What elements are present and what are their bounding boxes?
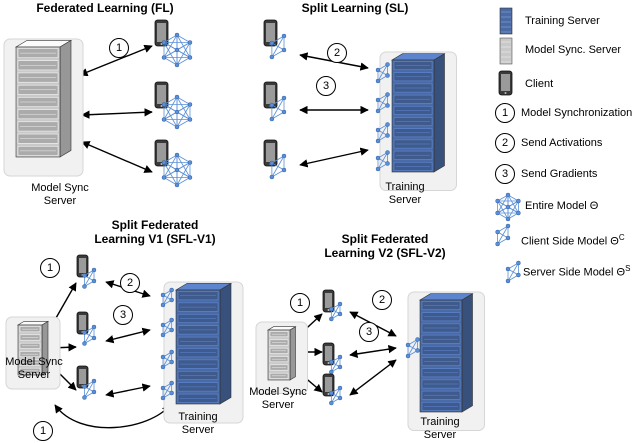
fl-client-phone-1: [154, 19, 169, 47]
sfl-v1-arrow-2: [105, 327, 151, 344]
sfl-v2-server-model: [405, 337, 420, 359]
fl-title: Federated Learning (FL): [36, 1, 174, 15]
sfl-v2-title: Split Federated Learning V2 (SFL-V2): [324, 232, 446, 260]
sfl-v1-client-phone-1: [76, 254, 89, 278]
legend-model-sync: Model Synchronization: [521, 107, 633, 119]
legend-step-1-icon: 1: [495, 103, 515, 123]
legend-entire-model-icon: [495, 192, 521, 222]
legend-training-server-icon: [499, 7, 513, 35]
legend-training-server: Training Server: [525, 15, 600, 27]
sfl-v2-client-model-2: [329, 354, 343, 375]
sl-step-3: 3: [316, 76, 336, 96]
legend-sync-server-icon: [499, 37, 513, 65]
sl-client-model-3: [269, 153, 287, 180]
sfl-v1-title: Split Federated Learning V1 (SFL-V1): [94, 218, 216, 246]
fl-client-model-1: [161, 32, 193, 68]
sl-server-model-3: [375, 122, 390, 144]
fl-client-model-2: [161, 94, 193, 130]
sfl-v1-arrow-3: [105, 383, 151, 398]
sfl-v2-step-3: 3: [359, 322, 379, 342]
sfl-v2-train-label: Training Server: [420, 416, 460, 441]
legend-model-sync-server: Model Sync. Server: [525, 44, 621, 56]
legend-step-3-icon: 3: [495, 164, 515, 184]
fl-arrow-2: [81, 108, 153, 119]
fl-client-phone-3: [154, 139, 169, 167]
sfl-v1-step-1: 1: [40, 258, 60, 278]
sl-client-phone-1: [263, 19, 278, 47]
sfl-v2-step-2: 2: [372, 290, 392, 310]
fl-arrow-1: [79, 44, 153, 77]
sfl-v2-sync-label: Model Sync Server: [249, 386, 307, 411]
sl-server-model-1: [375, 62, 390, 84]
sfl-v1-server-model-4: [160, 380, 174, 401]
sfl-v1-client-model-2: [82, 324, 97, 346]
sl-client-phone-3: [263, 139, 278, 167]
sfl-v1-sync-curve-arrow: [54, 404, 171, 429]
sfl-v2-client-phone-1: [322, 289, 335, 313]
sfl-v2-client-model-1: [329, 301, 343, 322]
sfl-v1-server-model-3: [160, 349, 174, 370]
sl-client-model-1: [269, 33, 287, 60]
sfl-v1-client-model-1: [82, 267, 97, 289]
fl-step-1: 1: [109, 38, 129, 58]
legend-server-side-model: Server Side Model ΘS: [523, 264, 631, 279]
fl-sync-server: [3, 38, 84, 177]
sfl-v2-training-server: [407, 291, 485, 431]
sfl-v2-step-1: 1: [290, 293, 310, 313]
fl-server-label: Model Sync Server: [31, 182, 89, 207]
sl-arrow-3: [299, 147, 369, 168]
sl-client-model-2: [269, 95, 287, 122]
legend-entire-model: Entire Model Θ: [525, 200, 599, 212]
sfl-v1-step-3: 3: [113, 305, 133, 325]
legend-send-gradients: Send Gradients: [521, 168, 598, 180]
legend-step-2-icon: 2: [495, 133, 515, 153]
sfl-v2-arrow-2: [349, 344, 397, 359]
sfl-v2-client-model-3: [329, 385, 343, 406]
fl-arrow-3: [81, 141, 153, 173]
legend-client-icon: [498, 70, 513, 96]
sfl-v1-sync-label: Model Sync Server: [5, 356, 63, 381]
sl-title: Split Learning (SL): [301, 1, 409, 15]
sl-server-label: Training Server: [385, 181, 425, 206]
sfl-v1-train-label: Training Server: [178, 411, 218, 436]
sfl-v1-step-2: 2: [120, 273, 140, 293]
sfl-v1-server-model-1: [160, 287, 174, 308]
fl-client-phone-2: [154, 81, 169, 109]
sl-step-2: 2: [327, 43, 347, 63]
fl-client-model-3: [161, 152, 193, 188]
sfl-v1-client-model-3: [82, 378, 97, 400]
sfl-v1-client-phone-2: [76, 311, 89, 335]
sfl-v2-arrow-3: [349, 359, 397, 396]
sl-training-server: [379, 51, 457, 191]
legend-client-side-model: Client Side Model ΘC: [521, 233, 625, 248]
sfl-v1-client-phone-3: [76, 365, 89, 389]
sfl-v1-step-1b: 1: [33, 421, 53, 441]
legend-client: Client: [525, 78, 554, 90]
sfl-v1-training-server: [163, 281, 244, 424]
legend-server-side-model-icon: [505, 260, 521, 284]
legend-send-activations: Send Activations: [521, 137, 603, 149]
legend-client-side-model-icon: [495, 223, 511, 247]
sfl-v2-client-phone-3: [322, 373, 335, 397]
sfl-v2-sync-server: [255, 321, 308, 394]
sl-server-model-2: [375, 92, 390, 114]
sl-server-model-4: [375, 150, 390, 172]
sfl-v1-sync-server: [5, 316, 61, 390]
sl-client-phone-2: [263, 81, 278, 109]
sfl-v1-server-model-2: [160, 317, 174, 338]
sfl-v2-client-phone-2: [322, 342, 335, 366]
